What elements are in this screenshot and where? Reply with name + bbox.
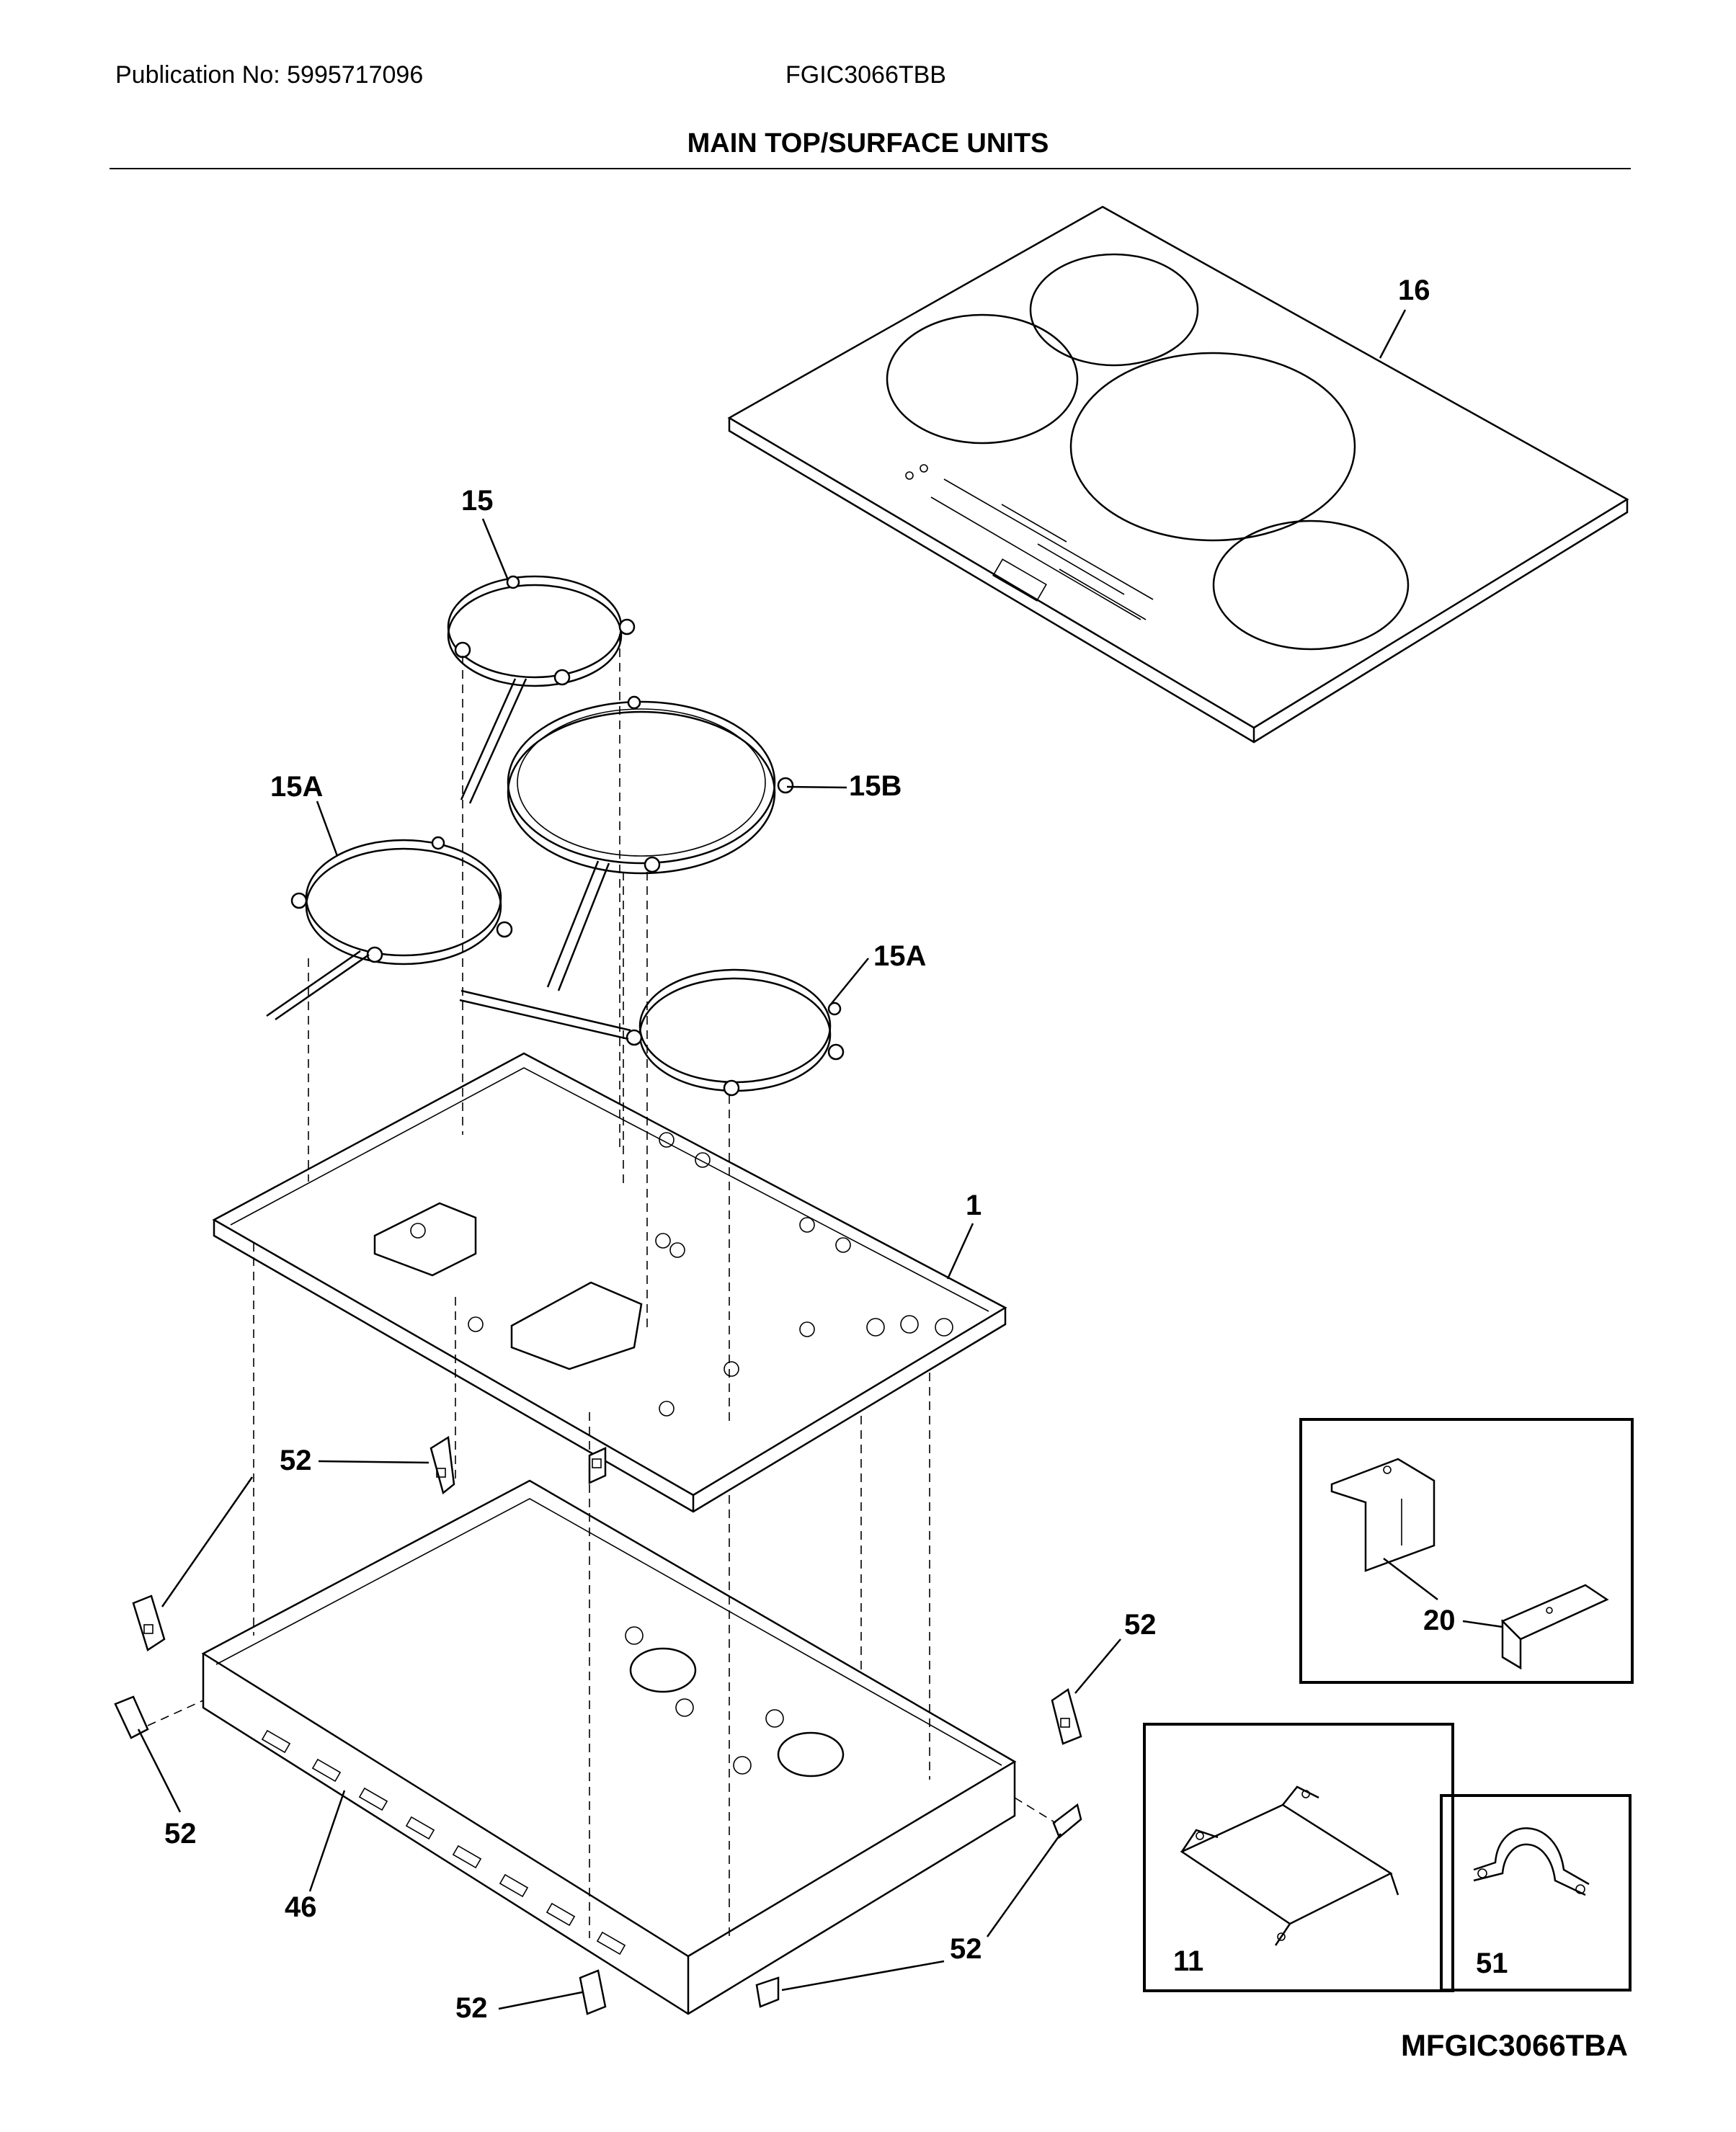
page-title: MAIN TOP/SURFACE UNITS [687,128,1049,159]
bracket-20-parts [1330,1458,1609,1670]
callout-15A-front: 15A [873,940,926,972]
callout-15A-left: 15A [270,771,323,803]
element-15-small [447,575,636,804]
publication-number: Publication No: 5995717096 [115,61,424,89]
top-frame [212,1052,1007,1513]
callout-46: 46 [285,1891,317,1923]
element-15A-left [266,836,513,1021]
bracket-52-right-bottom [1052,1803,1082,1839]
callout-15B: 15B [849,770,902,802]
callout-52-bottom: 52 [455,1992,488,2024]
leader-15A-front [829,958,869,1006]
title-divider [110,168,1631,169]
leader-46 [308,1790,346,1892]
inset-box-20 [1299,1418,1634,1684]
callout-51: 51 [1476,1948,1508,1979]
leader-52-right-bottom [986,1833,1062,1937]
callout-11: 11 [1173,1945,1203,1977]
bracket-52-right-top [1051,1687,1082,1745]
bracket-52-bottom-left [579,1969,607,2015]
bracket-52-left-bottom [114,1695,149,1739]
leader-16 [1379,309,1407,359]
leader-52-right-top [1074,1638,1121,1694]
callout-52-right-bottom: 52 [950,1933,982,1965]
leader-52-far-left [161,1476,254,1607]
callout-20: 20 [1423,1605,1456,1636]
bracket-52-center [588,1447,607,1484]
callout-52-right-top: 52 [1124,1609,1157,1641]
glass-cooktop [727,205,1629,744]
drawing-code: MFGIC3066TBA [1400,2028,1628,2062]
inset-box-51 [1440,1794,1632,1991]
alignment-lines [253,634,930,1942]
bracket-52-top [429,1435,455,1495]
leader-15A-left [316,800,339,857]
wire-clamp-51 [1473,1827,1590,1896]
callout-52-left-bottom: 52 [164,1818,197,1850]
leader-1 [946,1223,974,1280]
pan-vents [261,1729,626,1955]
frame-holes [410,1132,953,1417]
leader-52-bottom [498,1991,583,2010]
callout-1: 1 [966,1190,981,1221]
model-number: FGIC3066TBB [785,61,946,89]
callout-52-top: 52 [280,1445,312,1476]
leader-20a [1383,1558,1438,1600]
inset-box-11 [1143,1723,1454,1992]
leader-15B [786,785,847,789]
leader-52-bottom-right [781,1960,945,1991]
element-15A-front [459,968,845,1097]
callout-15: 15 [461,485,494,517]
callout-16: 16 [1398,275,1430,306]
leader-52-left-bottom [137,1729,182,1813]
mount-bracket-11 [1180,1785,1399,1946]
bracket-52-far-left [132,1594,166,1651]
leader-20b [1462,1620,1503,1628]
leader-52-top [318,1460,429,1464]
leader-15 [481,518,509,581]
bottom-pan [201,1479,1017,2015]
control-panel-graphics [905,464,1154,620]
bracket-52-bottom-right [755,1976,780,2008]
element-15B-large [507,695,794,991]
